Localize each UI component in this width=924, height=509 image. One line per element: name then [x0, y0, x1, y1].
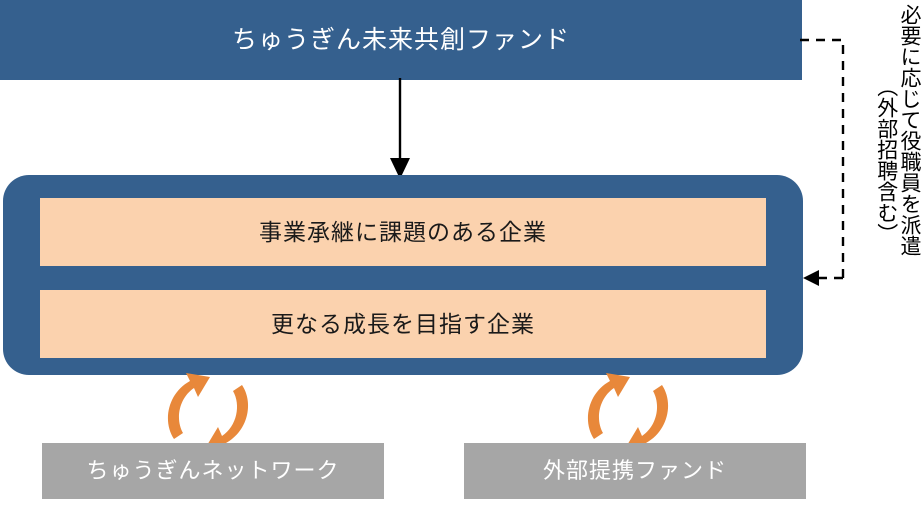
partner-box-external-fund-label: 外部提携ファンド: [542, 458, 727, 483]
cycle-arrows-icon-right: [587, 373, 669, 451]
pool-row-growth: 更なる成長を目指す企業: [40, 290, 766, 358]
partner-box-external-fund: 外部提携ファンド: [464, 443, 806, 499]
invest-arrow-icon: [390, 78, 410, 179]
dispatch-note-main: 必要に応じて役職員を派遣: [898, 4, 921, 256]
pool-row-succession: 事業承継に課題のある企業: [40, 198, 766, 266]
pool-row-growth-label: 更なる成長を目指す企業: [271, 310, 535, 337]
dispatch-dashed-connector-icon: [800, 38, 845, 286]
partner-box-network-label: ちゅうぎんネットワーク: [86, 458, 340, 483]
cycle-arrows-icon-left: [167, 373, 249, 451]
top-banner-fund: ちゅうぎん未来共創ファンド: [0, 0, 802, 80]
dispatch-note: 必要に応じて役職員を派遣 （外部招聘含む）: [856, 4, 921, 304]
top-banner-label: ちゅうぎん未来共創ファンド: [231, 25, 570, 54]
pool-row-succession-label: 事業承継に課題のある企業: [259, 218, 547, 245]
target-company-pool: 事業承継に課題のある企業 更なる成長を目指す企業: [3, 175, 803, 375]
partner-box-network: ちゅうぎんネットワーク: [42, 443, 384, 499]
dispatch-note-sub: （外部招聘含む）: [874, 76, 898, 244]
